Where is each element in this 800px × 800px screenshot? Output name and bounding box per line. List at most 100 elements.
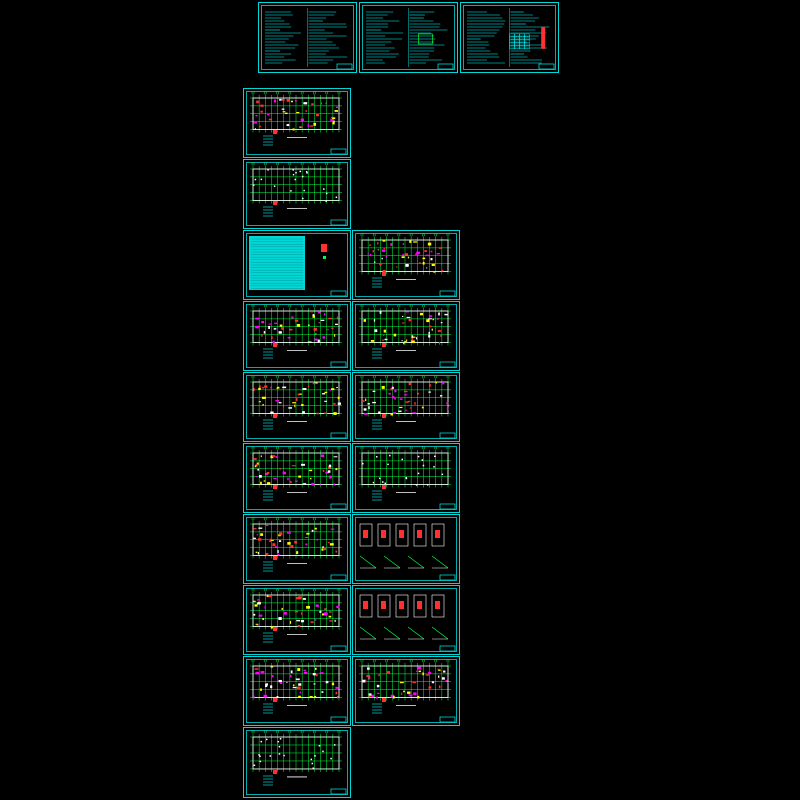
axis-bubble bbox=[385, 375, 389, 379]
plan-detail bbox=[409, 240, 412, 243]
drawing-sheet-detail-col-b-5[interactable] bbox=[352, 514, 460, 584]
plan-detail bbox=[254, 604, 258, 607]
column-mark bbox=[295, 171, 297, 174]
detail-box bbox=[418, 33, 433, 45]
plan-detail bbox=[301, 463, 305, 466]
axis-bubble bbox=[446, 446, 450, 450]
plan-detail bbox=[428, 334, 431, 338]
axis-bubble bbox=[337, 659, 341, 663]
outer-wall bbox=[361, 452, 449, 485]
plan-detail bbox=[316, 538, 318, 541]
axis-bubble bbox=[385, 446, 389, 450]
plan-detail bbox=[290, 545, 294, 549]
plan-detail bbox=[262, 403, 264, 406]
sheet-inner-border bbox=[355, 375, 457, 439]
plan-detail bbox=[254, 465, 257, 468]
plan-detail bbox=[331, 388, 335, 391]
drawing-sheet-plan-col-a-4[interactable] bbox=[243, 372, 351, 442]
plan-detail bbox=[408, 318, 412, 322]
plan-detail bbox=[258, 401, 261, 403]
plan-detail bbox=[260, 688, 262, 691]
plan-detail bbox=[279, 324, 283, 327]
drawing-sheet-plan-col-b-2[interactable] bbox=[352, 301, 460, 371]
drawing-sheet-plan-col-a-6[interactable] bbox=[243, 514, 351, 584]
plan-detail bbox=[281, 327, 285, 330]
drawing-sheet-notes-2[interactable] bbox=[359, 2, 458, 73]
axis-bubble bbox=[446, 375, 450, 379]
detail-section bbox=[359, 523, 373, 547]
plan-detail bbox=[323, 612, 328, 616]
plan-detail bbox=[257, 599, 260, 601]
stair-line bbox=[431, 626, 449, 640]
drawing-sheet-plan-col-b-7[interactable] bbox=[352, 656, 460, 726]
plan-detail bbox=[416, 337, 418, 340]
column-mark bbox=[278, 753, 281, 755]
plan-detail bbox=[325, 680, 329, 684]
plan-detail bbox=[320, 601, 323, 604]
drawing-sheet-plan-col-b-4[interactable] bbox=[352, 443, 460, 513]
plan-detail bbox=[324, 391, 328, 393]
drawing-sheet-plan-col-b-1[interactable] bbox=[352, 230, 460, 300]
plan-detail bbox=[408, 693, 410, 696]
drawing-sheet-plan-col-b-3[interactable] bbox=[352, 372, 460, 442]
plan-detail bbox=[296, 324, 301, 327]
axis-bubble bbox=[288, 588, 292, 592]
axis-bubble bbox=[288, 517, 292, 521]
plan-detail bbox=[379, 311, 382, 314]
title-block bbox=[330, 716, 347, 723]
plan-detail bbox=[287, 532, 291, 534]
outer-wall bbox=[361, 239, 449, 272]
plan-detail bbox=[426, 267, 428, 269]
plan-detail bbox=[399, 398, 403, 400]
drawing-sheet-plan-col-a-5[interactable] bbox=[243, 443, 351, 513]
plan-detail bbox=[425, 674, 430, 676]
drawing-sheet-plan-col-a-7[interactable] bbox=[243, 585, 351, 655]
drawing-sheet-plan-col-a-8[interactable] bbox=[243, 656, 351, 726]
plan-detail bbox=[287, 336, 291, 339]
column-mark bbox=[258, 754, 260, 756]
drawing-sheet-detail-col-b-6[interactable] bbox=[352, 585, 460, 655]
axis-bubble bbox=[434, 233, 438, 237]
plan-detail bbox=[258, 614, 263, 617]
plan-detail bbox=[314, 695, 317, 699]
drawing-sheet-legend-table[interactable] bbox=[243, 230, 351, 300]
plan-detail bbox=[272, 455, 276, 457]
plan-detail bbox=[265, 473, 268, 476]
north-mark bbox=[273, 414, 277, 418]
plan-detail bbox=[367, 403, 370, 405]
outer-wall bbox=[252, 310, 340, 343]
drawing-sheet-plan-col-a-9[interactable] bbox=[243, 727, 351, 798]
drawing-sheet-plan-col-a-1[interactable] bbox=[243, 88, 351, 158]
plan-detail bbox=[273, 477, 277, 479]
drawing-sheet-notes-3[interactable] bbox=[460, 2, 559, 73]
plan-detail bbox=[430, 250, 433, 253]
plan-detail bbox=[328, 317, 333, 319]
plan-detail bbox=[312, 673, 316, 676]
axis-bubble bbox=[263, 517, 267, 521]
north-mark bbox=[273, 485, 277, 489]
drawing-sheet-notes-1[interactable] bbox=[258, 2, 357, 73]
plan-detail bbox=[433, 271, 435, 273]
plan-detail bbox=[383, 329, 386, 333]
axis-bubble bbox=[276, 588, 280, 592]
plan-detail bbox=[275, 400, 280, 402]
plan-detail bbox=[329, 389, 331, 391]
axis-bubble bbox=[372, 446, 376, 450]
axis-bubble bbox=[372, 233, 376, 237]
plan-detail bbox=[268, 323, 272, 325]
axis-bubble bbox=[337, 588, 341, 592]
axis-bubble bbox=[312, 517, 316, 521]
north-mark bbox=[382, 485, 386, 489]
north-mark bbox=[382, 698, 386, 702]
plan-detail bbox=[374, 329, 378, 333]
plan-detail bbox=[419, 312, 423, 316]
plan-detail bbox=[295, 398, 298, 401]
column-mark bbox=[375, 456, 378, 458]
plan-detail bbox=[405, 263, 409, 267]
drawing-sheet-plan-col-a-3[interactable] bbox=[243, 301, 351, 371]
plan-detail bbox=[399, 681, 404, 684]
column-mark bbox=[292, 169, 294, 171]
drawing-sheet-plan-col-a-2[interactable] bbox=[243, 159, 351, 229]
plan-detail bbox=[281, 108, 285, 110]
